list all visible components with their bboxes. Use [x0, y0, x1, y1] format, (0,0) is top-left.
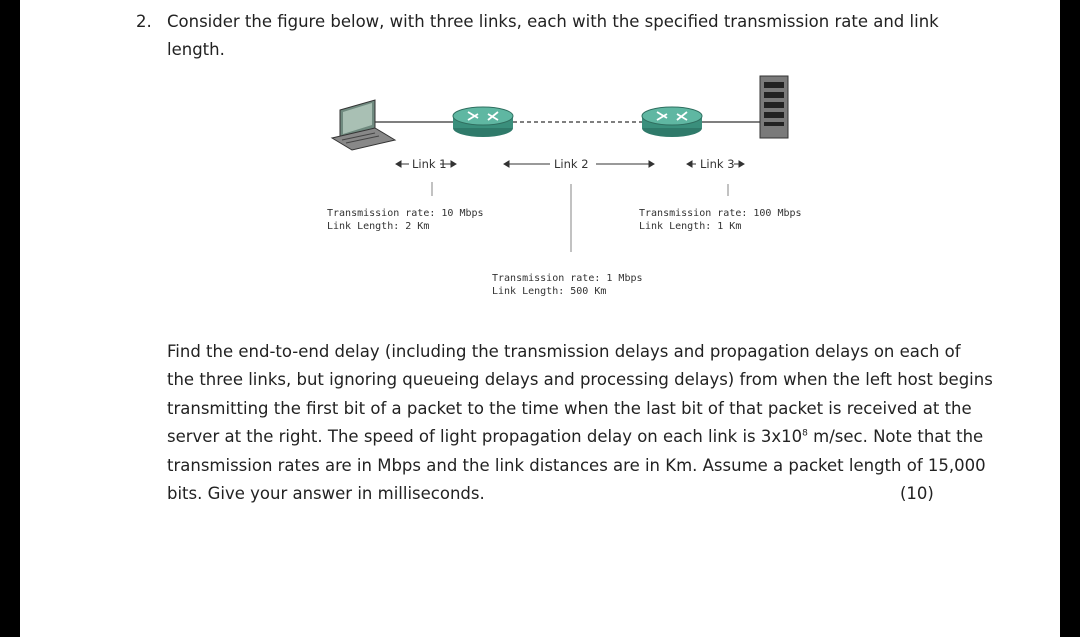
link-2-length: Link Length: 500 Km	[492, 286, 607, 297]
link-3-length: Link Length: 1 Km	[639, 221, 742, 232]
body-line-4-pre: server at the right. The speed of light …	[167, 427, 803, 446]
network-figure	[330, 75, 789, 252]
body-line-5: transmission rates are in Mbps and the l…	[167, 456, 986, 475]
marks-label: (10)	[900, 484, 934, 503]
body-line-3: transmitting the first bit of a packet t…	[167, 399, 972, 418]
link-3-label: Link 3	[700, 157, 735, 171]
link-3-rate: Transmission rate: 100 Mbps	[639, 208, 802, 219]
server-icon	[759, 75, 789, 139]
link-arrows	[395, 160, 745, 168]
question-intro-line-2: length.	[167, 40, 225, 59]
laptop-host-icon	[330, 99, 397, 151]
question-number: 2.	[136, 12, 152, 31]
link-1-length: Link Length: 2 Km	[327, 221, 430, 232]
body-line-2: the three links, but ignoring queueing d…	[167, 370, 993, 389]
link-1-label: Link 1	[412, 157, 447, 171]
router-icon	[641, 106, 703, 137]
body-line-1: Find the end-to-end delay (including the…	[167, 342, 961, 361]
body-line-6: bits. Give your answer in milliseconds.	[167, 484, 485, 503]
body-line-4: server at the right. The speed of light …	[167, 427, 983, 446]
router-icon	[452, 106, 514, 137]
exponent: 8	[802, 428, 808, 439]
question-intro-line-1: Consider the figure below, with three li…	[167, 12, 939, 31]
link-1-rate: Transmission rate: 10 Mbps	[327, 208, 484, 219]
link-2-rate: Transmission rate: 1 Mbps	[492, 273, 643, 284]
body-line-4-post: m/sec. Note that the	[807, 427, 984, 446]
link-2-label: Link 2	[554, 157, 589, 171]
document-page: 2. Consider the figure below, with three…	[20, 0, 1060, 637]
